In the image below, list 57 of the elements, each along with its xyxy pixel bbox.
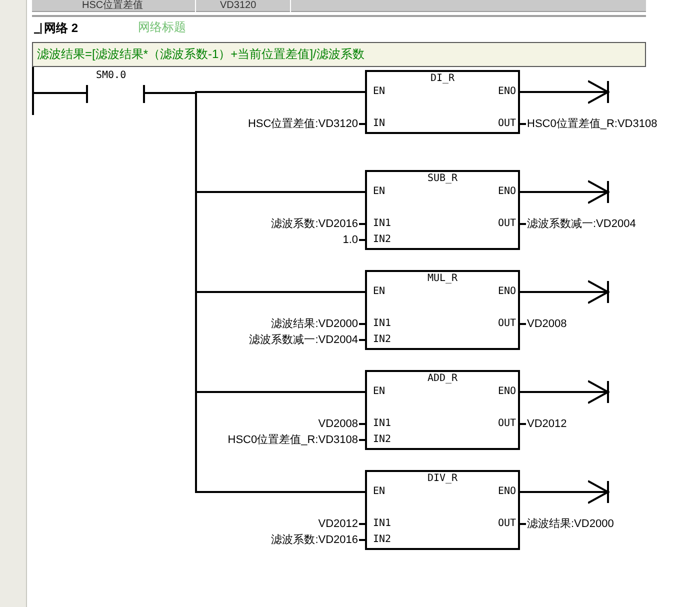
- pin-label: OUT: [498, 218, 516, 230]
- operand-label: HSC位置差值:VD3120: [248, 117, 358, 131]
- pin-label: IN1: [373, 418, 392, 430]
- block-title: SUB_R: [426, 173, 459, 185]
- operand-label: VD2012: [318, 517, 358, 531]
- pin-label: IN1: [373, 518, 392, 530]
- network-comment: 滤波结果=[滤波结果*（滤波系数-1）+当前位置差值]/滤波系数: [32, 42, 646, 67]
- pin-label: ENO: [498, 186, 516, 198]
- operand-label: 滤波结果:VD2000: [527, 517, 614, 531]
- pin-label: EN: [373, 286, 386, 298]
- block-title: ADD_R: [426, 373, 459, 385]
- operand-label: HSC0位置差值_R:VD3108: [527, 117, 658, 131]
- rung-line: [145, 92, 365, 493]
- title-field: 网络标题: [138, 19, 186, 35]
- pin-label: ENO: [498, 386, 516, 398]
- table-cell: HSC位置差值: [82, 0, 144, 11]
- contact-address: SM0.0: [96, 70, 126, 82]
- pin-label: IN2: [373, 534, 392, 546]
- operand-label: VD2008: [318, 417, 358, 431]
- pin-label: IN: [373, 118, 386, 130]
- block-title: MUL_R: [426, 273, 459, 285]
- pin-label: ENO: [498, 286, 516, 298]
- pin-label: IN2: [373, 234, 392, 246]
- pin-label: EN: [373, 186, 386, 198]
- pin-label: OUT: [498, 118, 516, 130]
- pin-label: EN: [373, 486, 386, 498]
- pin-label: IN2: [373, 434, 392, 446]
- pin-label: EN: [373, 86, 386, 98]
- pin-label: OUT: [498, 518, 516, 530]
- pin-label: OUT: [498, 418, 516, 430]
- operand-label: 滤波系数减一:VD2004: [249, 333, 358, 347]
- function-block: [365, 470, 520, 550]
- pin-label: OUT: [498, 318, 516, 330]
- operand-label: 1.0: [342, 233, 358, 247]
- pin-label: ENO: [498, 486, 516, 498]
- operand-label: 滤波系数减一:VD2004: [527, 217, 636, 231]
- operand-label: VD2012: [527, 417, 567, 431]
- operand-label: 滤波结果:VD2000: [271, 317, 358, 331]
- pin-label: IN2: [373, 334, 392, 346]
- pin-label: ENO: [498, 86, 516, 98]
- function-block: [365, 70, 520, 134]
- pin-label: IN1: [373, 318, 392, 330]
- block-title: DIV_R: [426, 473, 459, 485]
- operand-label: 滤波系数:VD2016: [271, 533, 358, 547]
- pin-label: IN1: [373, 218, 392, 230]
- pin-label: EN: [373, 386, 386, 398]
- function-block: [365, 370, 520, 450]
- operand-label: 滤波系数:VD2016: [271, 217, 358, 231]
- network-title: 网络 2: [44, 20, 78, 36]
- operand-label: HSC0位置差值_R:VD3108: [228, 433, 358, 447]
- rung-line: [34, 92, 86, 94]
- operand-label: VD2008: [527, 317, 567, 331]
- block-title: DI_R: [429, 73, 456, 85]
- function-block: [365, 270, 520, 350]
- function-block: [365, 170, 520, 250]
- contact-symbol: [86, 70, 145, 103]
- table-cell: VD3120: [220, 0, 256, 11]
